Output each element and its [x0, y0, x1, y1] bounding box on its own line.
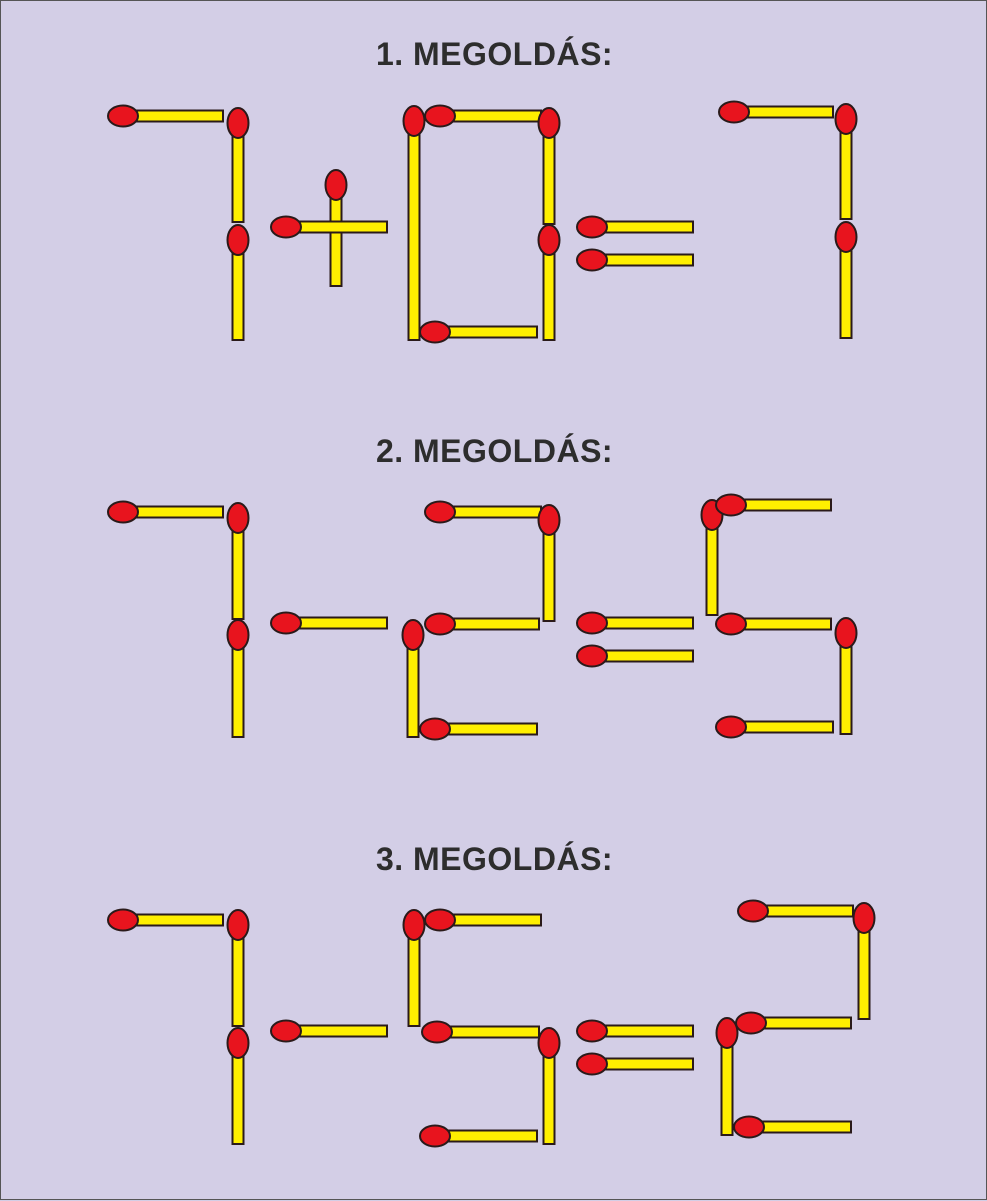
matchstick	[402, 105, 426, 341]
matchstick	[537, 107, 561, 225]
matchstick	[735, 1011, 852, 1035]
matchstick	[715, 493, 832, 517]
matchstick	[424, 908, 542, 932]
matchstick	[424, 612, 540, 636]
solution-2-equation	[107, 493, 858, 741]
matchstick	[419, 320, 538, 344]
matchstick	[402, 909, 426, 1027]
matchstick	[107, 104, 224, 128]
matchstick	[270, 611, 388, 635]
matchstick	[419, 717, 538, 741]
matchstick	[419, 1124, 538, 1148]
matchstick	[537, 504, 561, 622]
matchstick	[715, 1017, 739, 1136]
matchstick	[834, 103, 858, 220]
matchstick	[226, 619, 250, 738]
matchstick	[576, 1052, 694, 1076]
matchstick	[576, 215, 694, 239]
solution-1-equation	[107, 100, 858, 344]
solution-2-title: 2. MEGOLDÁS:	[375, 433, 614, 469]
matchstick	[576, 248, 694, 272]
matchstick	[576, 611, 694, 635]
solution-1-title: 1. MEGOLDÁS:	[375, 36, 614, 72]
matchstick	[421, 1020, 540, 1044]
matchstick	[270, 1019, 388, 1043]
matchstick	[424, 500, 542, 524]
matchstick	[834, 221, 858, 339]
matchstick	[715, 715, 834, 739]
matchstick	[834, 617, 858, 735]
matchstick	[700, 499, 724, 616]
matchstick	[401, 619, 425, 738]
matchstick	[718, 100, 834, 124]
matchstick	[424, 104, 542, 128]
matchstick	[226, 224, 250, 341]
matchstick	[576, 1019, 694, 1043]
solution-3-equation	[107, 899, 876, 1148]
solution-3-title: 3. MEGOLDÁS:	[375, 841, 614, 877]
matchstick	[270, 215, 388, 239]
matchstick	[107, 908, 224, 932]
matchstick	[576, 644, 694, 668]
matchstick	[537, 224, 561, 341]
matchstick	[226, 107, 250, 223]
matchstick	[226, 1027, 250, 1145]
matchstick	[226, 909, 250, 1027]
matchstick	[733, 1115, 852, 1139]
matchstick	[737, 899, 854, 923]
matchstick	[852, 902, 876, 1020]
matchstick	[537, 1027, 561, 1145]
matchstick	[226, 502, 250, 620]
matchstick	[107, 500, 224, 524]
matchstick	[715, 612, 832, 636]
